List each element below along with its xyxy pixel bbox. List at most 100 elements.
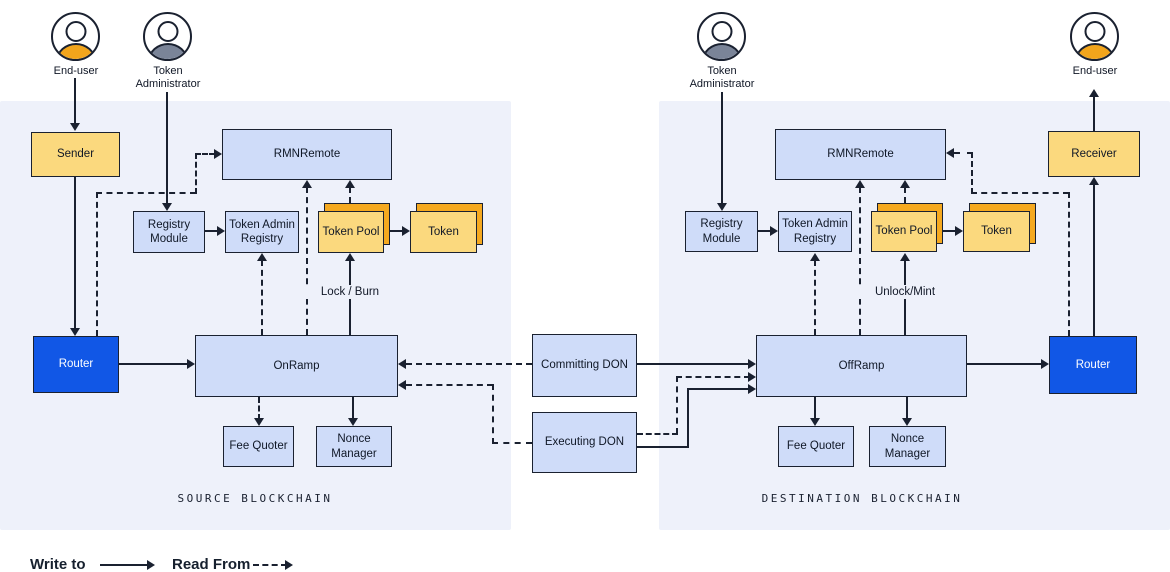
- token-administrator-label: Token Administrator: [689, 65, 755, 91]
- line-tokenpool-to-token: [937, 230, 957, 232]
- router-label: Router: [58, 358, 94, 371]
- line-router-to-receiver: [1093, 184, 1095, 336]
- arrowhead: [900, 253, 910, 261]
- arrowhead: [162, 203, 172, 211]
- committing-don-box: Committing DON: [532, 334, 637, 397]
- dashed-executingdon-reads-offramp: [676, 376, 678, 434]
- arrowhead: [348, 418, 358, 426]
- line-executingdon-to-offramp: [687, 388, 750, 390]
- registry-module-source-box: Registry Module: [133, 211, 205, 253]
- end-user-label: End-user: [1072, 65, 1118, 77]
- token-pool-destination-box: Token Pool: [871, 211, 937, 252]
- receiver-box: Receiver: [1048, 131, 1140, 177]
- line-registrymodule-to-tokenadminregistry: [758, 230, 772, 232]
- dashed-offramp-reads-rmnremote: [859, 187, 861, 335]
- dashed-executingdon-reads-offramp: [637, 433, 678, 435]
- dashed-executingdon-reads-onramp: [492, 442, 532, 444]
- shoulders-shape: [1074, 43, 1115, 59]
- arrowhead: [1089, 177, 1099, 185]
- line-onramp-to-noncemanager: [352, 397, 354, 420]
- line-executingdon-to-offramp: [637, 446, 689, 448]
- dashed-router-reads-rmnremote: [971, 192, 1069, 194]
- arrowhead: [402, 226, 410, 236]
- dashed-tokenpool-reads-rmnremote: [349, 187, 351, 203]
- arrowhead: [748, 372, 756, 382]
- line-sender-to-router: [74, 177, 76, 329]
- line-offramp-to-feequoter: [814, 397, 816, 420]
- executing-don-box: Executing DON: [532, 412, 637, 473]
- dashed-executingdon-reads-onramp: [492, 384, 494, 444]
- line-offramp-to-router: [967, 363, 1043, 365]
- dashed-router-reads-rmnremote: [954, 152, 973, 154]
- head-shape: [65, 21, 86, 42]
- rmnremote-destination-box: RMNRemote: [775, 129, 946, 180]
- dashed-router-reads-rmnremote: [971, 152, 973, 194]
- rmnremote-label: RMNRemote: [827, 148, 894, 161]
- head-shape: [157, 21, 178, 42]
- token-administrator-label: Token Administrator: [135, 65, 201, 91]
- arrowhead: [217, 226, 225, 236]
- arrowhead: [70, 123, 80, 131]
- arrowhead: [398, 380, 406, 390]
- executing-don-label: Executing DON: [544, 436, 625, 449]
- dashed-committingdon-reads-onramp: [406, 363, 532, 365]
- arrowhead: [345, 180, 355, 188]
- head-shape: [1084, 21, 1105, 42]
- arrowhead: [345, 253, 355, 261]
- arrowhead: [748, 359, 756, 369]
- line-offramp-to-noncemanager: [906, 397, 908, 420]
- fee-quoter-source-box: Fee Quoter: [223, 426, 294, 467]
- dashed-router-reads-rmnremote: [96, 192, 98, 336]
- shoulders-shape: [701, 43, 742, 59]
- offramp-box: OffRamp: [756, 335, 967, 397]
- token-admin-registry-destination-box: Token Admin Registry: [778, 211, 852, 252]
- rmnremote-source-box: RMNRemote: [222, 129, 392, 180]
- line-tokenadmin-to-registrymodule: [166, 92, 168, 204]
- sender-box: Sender: [31, 132, 120, 177]
- destination-blockchain-label: DESTINATION BLOCKCHAIN: [761, 492, 963, 505]
- legend-read-from-label: Read From: [172, 556, 251, 572]
- arrowhead: [1089, 89, 1099, 97]
- dashed-router-reads-rmnremote: [96, 192, 196, 194]
- arrowhead: [254, 418, 264, 426]
- token-label: Token: [428, 225, 459, 238]
- arrowhead: [748, 384, 756, 394]
- shoulders-shape: [55, 43, 96, 59]
- rmnremote-label: RMNRemote: [273, 148, 341, 161]
- legend-write-to-label: Write to: [30, 556, 86, 572]
- fee-quoter-destination-box: Fee Quoter: [778, 426, 854, 467]
- dashed-onramp-to-feequoter: [258, 397, 260, 420]
- line-enduser-to-sender: [74, 78, 76, 128]
- arrowhead: [70, 328, 80, 336]
- token-admin-registry-source-box: Token Admin Registry: [225, 211, 299, 253]
- nonce-manager-label: Nonce Manager: [884, 433, 931, 460]
- end-user-icon: [1070, 12, 1119, 61]
- dashed-tokenpool-reads-rmnremote: [904, 187, 906, 203]
- dashed-router-reads-rmnremote: [1068, 192, 1070, 336]
- line-tokenpool-to-token: [384, 230, 404, 232]
- arrowhead: [900, 180, 910, 188]
- source-blockchain-label: SOURCE BLOCKCHAIN: [177, 492, 333, 505]
- end-user-icon: [51, 12, 100, 61]
- token-label: Token: [981, 225, 1012, 238]
- onramp-box: OnRamp: [195, 335, 398, 397]
- dashed-onramp-reads-rmnremote: [306, 187, 308, 335]
- registry-module-label: Registry Module: [147, 218, 191, 245]
- arrowhead: [955, 226, 963, 236]
- line-receiver-to-enduser: [1093, 97, 1095, 131]
- head-shape: [711, 21, 732, 42]
- receiver-label: Receiver: [1071, 147, 1117, 160]
- registry-module-label: Registry Module: [700, 218, 743, 245]
- legend-solid-arrow: [100, 564, 149, 566]
- token-admin-registry-label: Token Admin Registry: [782, 218, 848, 245]
- dashed-offramp-reads-tokenadminregistry: [814, 260, 816, 335]
- arrowhead: [810, 253, 820, 261]
- token-pool-label: Token Pool: [875, 225, 933, 238]
- arrowhead: [717, 203, 727, 211]
- token-source-box: Token: [410, 211, 477, 253]
- arrowhead: [147, 560, 155, 570]
- arrowhead: [855, 180, 865, 188]
- router-source-box: Router: [33, 336, 119, 393]
- arrowhead: [302, 180, 312, 188]
